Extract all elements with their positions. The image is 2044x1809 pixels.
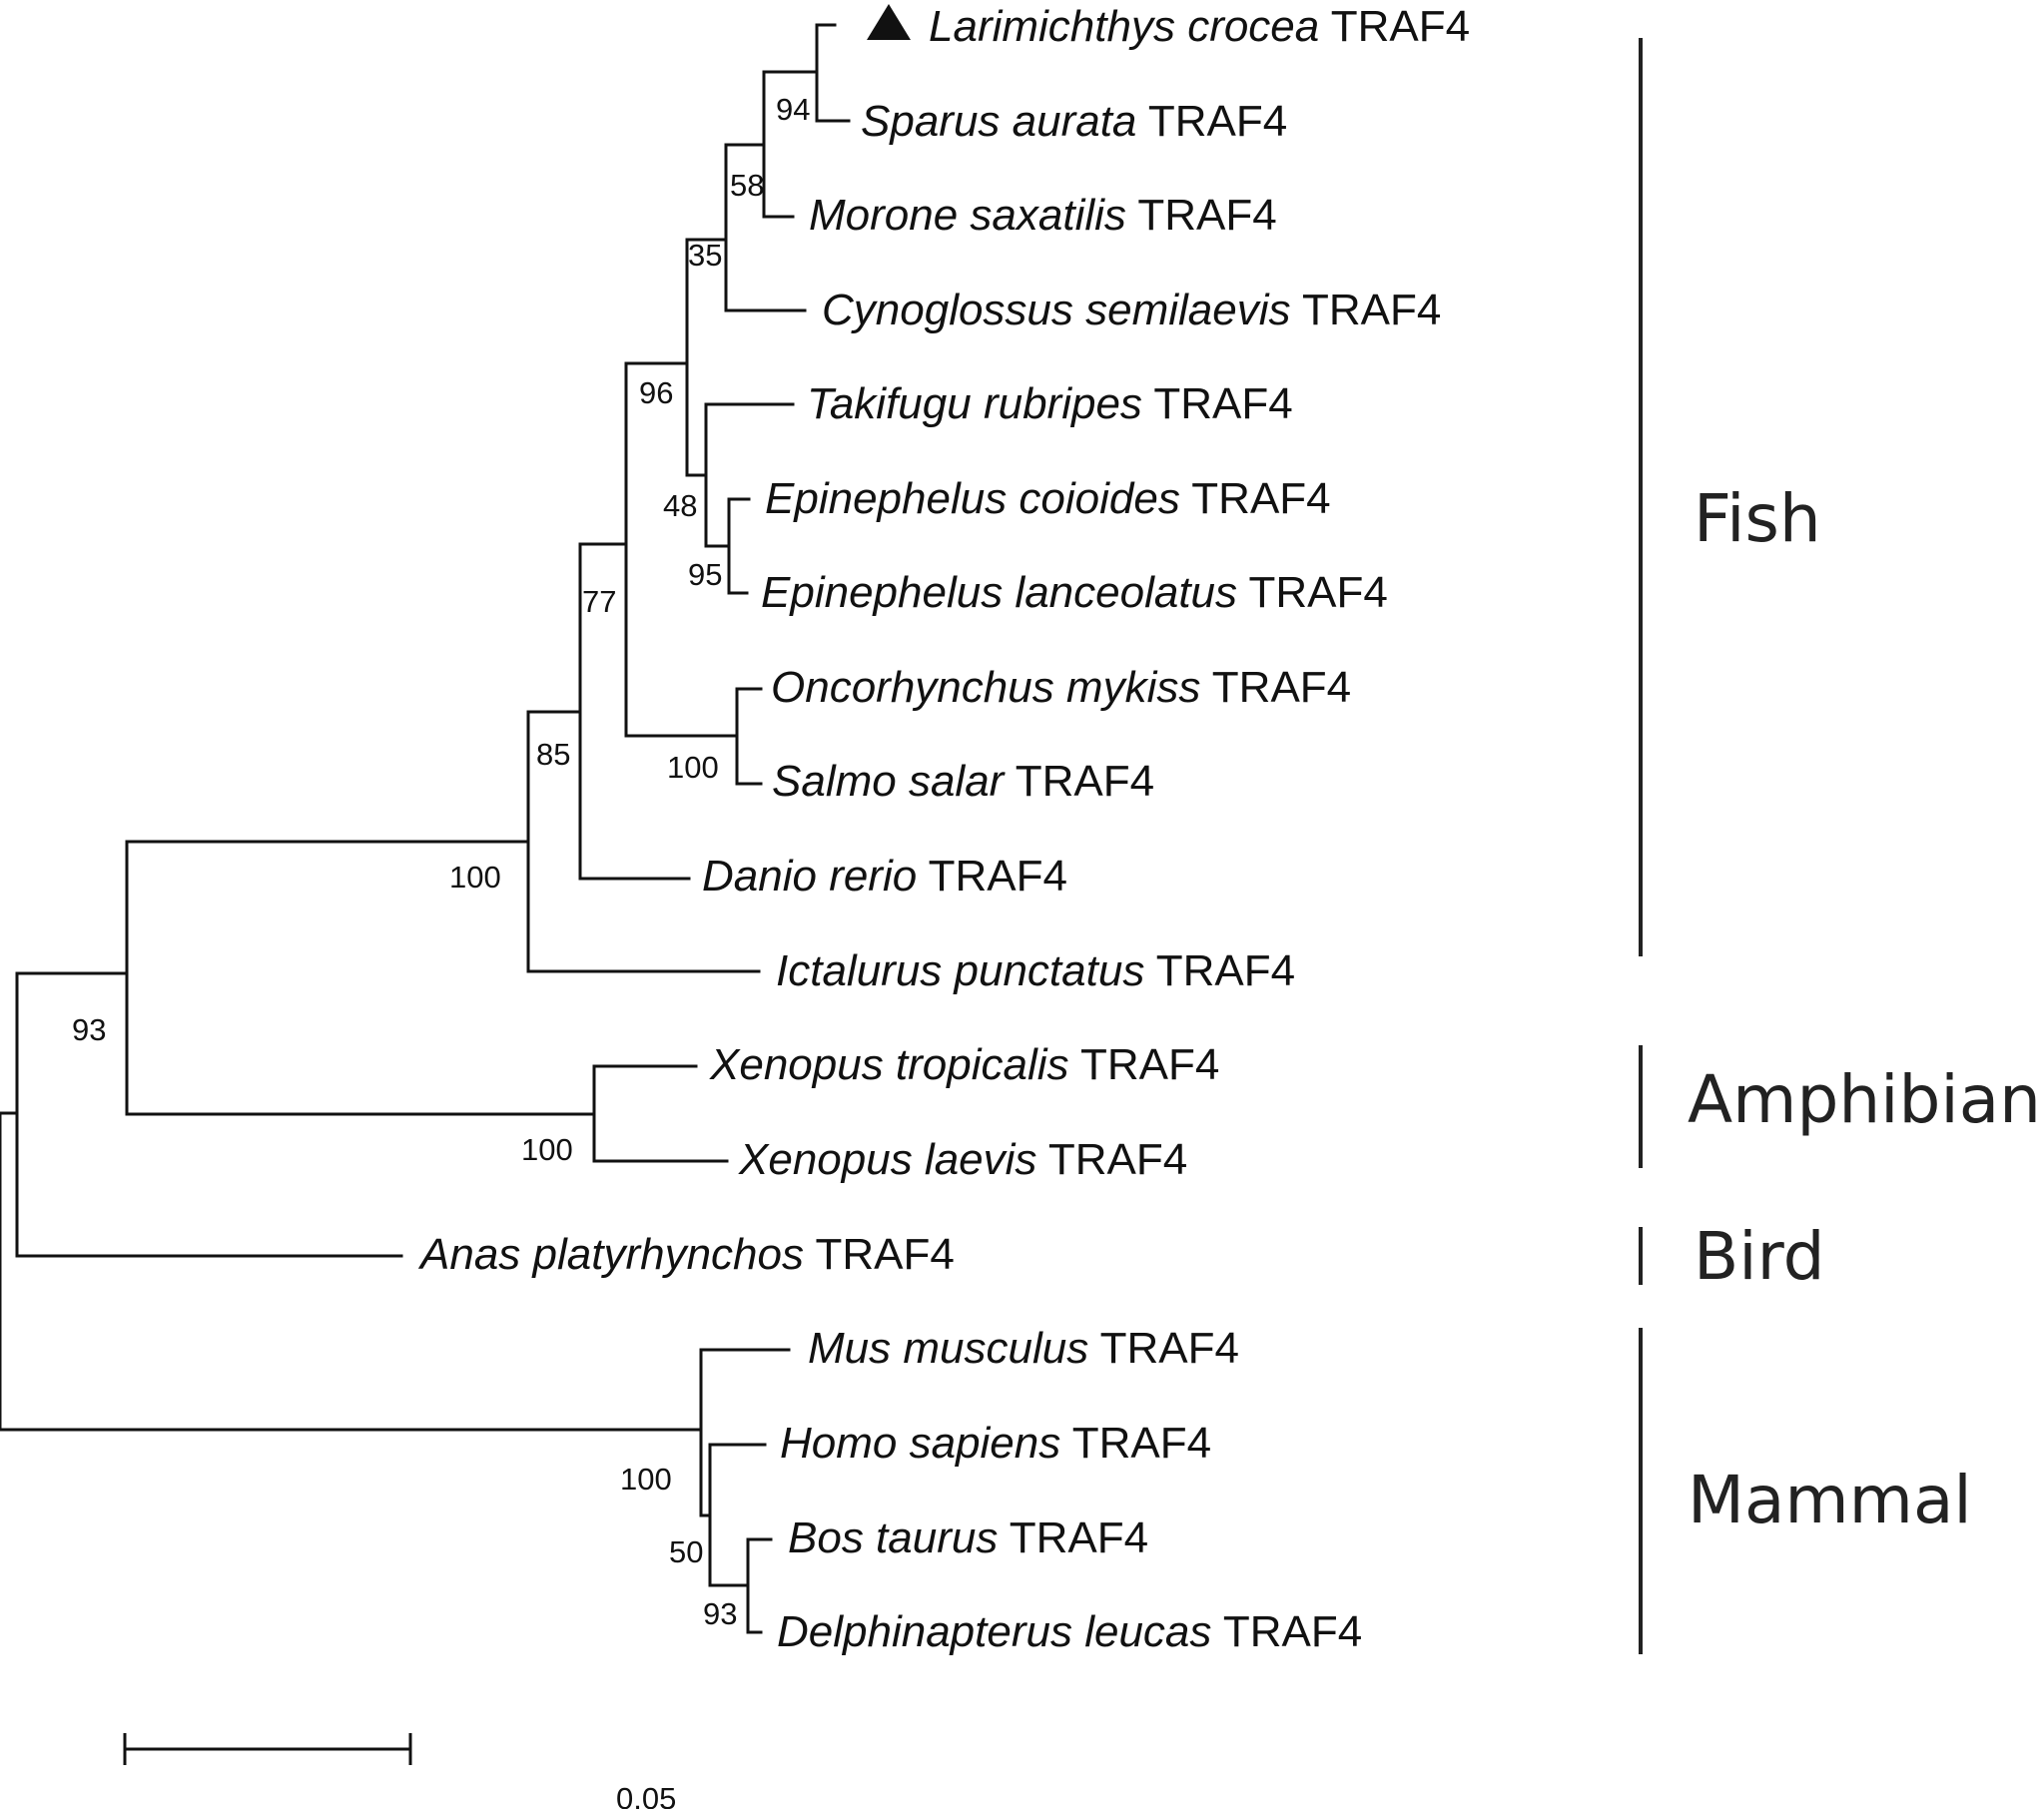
taxon-label: Epinephelus lanceolatus TRAF4	[761, 568, 1388, 617]
species-name: Cynoglossus semilaevis	[822, 286, 1291, 334]
taxon-label: Xenopus tropicalis TRAF4	[709, 1040, 1219, 1089]
support-value: 100	[620, 1462, 672, 1497]
group-brackets: Fish Amphibian Bird Mammal	[1639, 38, 2041, 1654]
gene-name: TRAF4	[1100, 1324, 1239, 1373]
taxon-label: Danio rerio TRAF4	[702, 852, 1067, 901]
support-value: 95	[688, 557, 722, 592]
species-name: Xenopus laevis	[738, 1135, 1036, 1184]
gene-name: TRAF4	[1302, 286, 1441, 334]
gene-name: TRAF4	[1212, 663, 1351, 712]
gene-name: TRAF4	[1153, 379, 1292, 428]
species-name: Larimichthys crocea	[929, 2, 1319, 51]
taxon-label: Larimichthys crocea TRAF4	[929, 2, 1470, 51]
support-value: 35	[688, 238, 722, 273]
species-name: Sparus aurata	[861, 97, 1136, 146]
taxon-label: Ictalurus punctatus TRAF4	[776, 946, 1295, 995]
species-name: Mus musculus	[808, 1324, 1088, 1373]
taxon-labels: Larimichthys crocea TRAF4 Sparus aurata …	[417, 2, 1470, 1656]
support-value: 93	[72, 1012, 106, 1047]
gene-name: TRAF4	[1048, 1135, 1187, 1184]
support-value: 77	[582, 584, 616, 619]
species-name: Epinephelus coioides	[765, 474, 1180, 523]
support-value: 100	[521, 1132, 573, 1167]
support-value: 93	[703, 1596, 737, 1631]
group-label-amphibian: Amphibian	[1688, 1061, 2041, 1138]
group-label-bird: Bird	[1694, 1218, 1824, 1295]
filled-triangle-marker	[867, 4, 911, 40]
gene-name: TRAF4	[1156, 946, 1295, 995]
species-name: Homo sapiens	[780, 1419, 1060, 1468]
species-name: Salmo salar	[772, 757, 1007, 806]
taxon-label: Cynoglossus semilaevis TRAF4	[822, 286, 1441, 334]
taxon-label: Bos taurus TRAF4	[788, 1513, 1148, 1562]
species-name: Takifugu rubripes	[807, 379, 1142, 428]
taxon-label: Delphinapterus leucas TRAF4	[777, 1607, 1362, 1656]
taxon-label: Oncorhynchus mykiss TRAF4	[771, 663, 1351, 712]
taxon-label: Anas platyrhynchos TRAF4	[417, 1230, 955, 1279]
support-value: 85	[536, 737, 570, 772]
taxon-label: Sparus aurata TRAF4	[861, 97, 1287, 146]
support-value: 100	[449, 860, 501, 895]
support-value: 100	[667, 750, 719, 785]
taxon-label: Mus musculus TRAF4	[808, 1324, 1239, 1373]
species-name: Xenopus tropicalis	[709, 1040, 1069, 1089]
taxon-label: Salmo salar TRAF4	[772, 757, 1154, 806]
species-name: Morone saxatilis	[809, 191, 1126, 240]
taxon-label: Morone saxatilis TRAF4	[809, 191, 1277, 240]
scale-bar: 0.05	[123, 1733, 676, 1809]
species-name: Ictalurus punctatus	[776, 946, 1144, 995]
support-value: 94	[776, 92, 810, 127]
gene-name: TRAF4	[1248, 568, 1387, 617]
taxon-label: Homo sapiens TRAF4	[780, 1419, 1211, 1468]
gene-name: TRAF4	[1191, 474, 1330, 523]
gene-name: TRAF4	[929, 852, 1067, 901]
gene-name: TRAF4	[1148, 97, 1287, 146]
gene-name: TRAF4	[1331, 2, 1470, 51]
species-name: Anas platyrhynchos	[417, 1230, 804, 1279]
gene-name: TRAF4	[1072, 1419, 1211, 1468]
species-name: Delphinapterus leucas	[777, 1607, 1211, 1656]
gene-name: TRAF4	[1223, 1607, 1362, 1656]
support-value: 58	[730, 168, 764, 203]
gene-name: TRAF4	[1080, 1040, 1219, 1089]
gene-name: TRAF4	[1137, 191, 1276, 240]
group-label-mammal: Mammal	[1688, 1462, 1972, 1538]
species-name: Bos taurus	[788, 1513, 998, 1562]
tree-branches	[0, 23, 851, 1634]
species-name: Oncorhynchus mykiss	[771, 663, 1200, 712]
gene-name: TRAF4	[1010, 1513, 1148, 1562]
taxon-label: Xenopus laevis TRAF4	[738, 1135, 1187, 1184]
support-value: 96	[639, 375, 673, 410]
support-value: 48	[663, 488, 697, 523]
taxon-label: Takifugu rubripes TRAF4	[807, 379, 1293, 428]
gene-name: TRAF4	[1016, 757, 1154, 806]
gene-name: TRAF4	[815, 1230, 954, 1279]
species-name: Danio rerio	[702, 852, 917, 901]
taxon-label: Epinephelus coioides TRAF4	[765, 474, 1331, 523]
support-values: 94 58 35 96 48 95 77 100 85 100 93 100 1…	[72, 92, 810, 1631]
scale-bar-label: 0.05	[616, 1781, 676, 1809]
species-name: Epinephelus lanceolatus	[761, 568, 1237, 617]
group-label-fish: Fish	[1694, 480, 1821, 557]
support-value: 50	[669, 1534, 703, 1569]
